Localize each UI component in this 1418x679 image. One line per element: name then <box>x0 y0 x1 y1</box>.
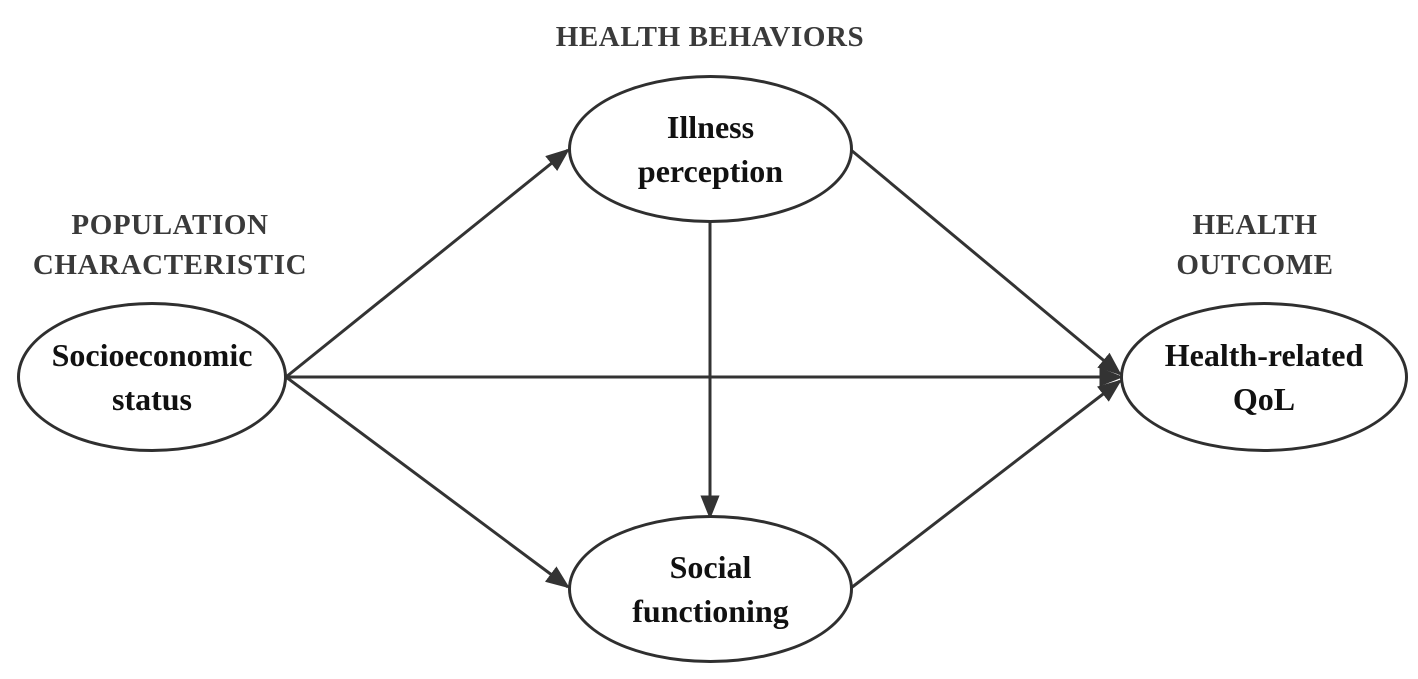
edge-illness-to-qol <box>850 148 1122 376</box>
edge-social-to-qol <box>850 379 1122 590</box>
group-label-health-behaviors: HEALTH BEHAVIORS <box>510 17 910 57</box>
node-qol-line-2: QoL <box>1232 381 1296 417</box>
group-label-outcome-line-1: HEALTH <box>1192 209 1318 241</box>
group-label-population-line-1: POPULATION <box>71 209 269 241</box>
group-label-outcome-line-2: OUTCOME <box>1176 249 1334 281</box>
node-socioeconomic-line-2: status <box>111 381 192 417</box>
node-social-functioning: Social functioning <box>568 515 853 663</box>
node-social-line-2: functioning <box>632 593 789 629</box>
node-socioeconomic-line-1: Socioeconomic <box>51 337 253 373</box>
group-label-health-outcome: HEALTH OUTCOME <box>1130 205 1380 285</box>
node-health-related-qol: Health-related QoL <box>1120 302 1408 452</box>
group-label-population-line-2: CHARACTERISTIC <box>32 249 308 281</box>
node-qol-line-1: Health-related <box>1164 337 1364 373</box>
node-socioeconomic-status: Socioeconomic status <box>17 302 287 452</box>
group-label-health-behaviors-text: HEALTH BEHAVIORS <box>555 21 865 53</box>
edge-socioeconomic-to-illness <box>285 148 570 379</box>
group-label-population-characteristic: POPULATION CHARACTERISTIC <box>10 205 330 285</box>
node-illness-line-1: Illness <box>666 109 755 145</box>
node-illness-perception: Illness perception <box>568 75 853 223</box>
node-social-line-1: Social <box>669 549 752 585</box>
node-illness-line-2: perception <box>637 153 784 189</box>
edge-socioeconomic-to-social <box>285 375 570 589</box>
